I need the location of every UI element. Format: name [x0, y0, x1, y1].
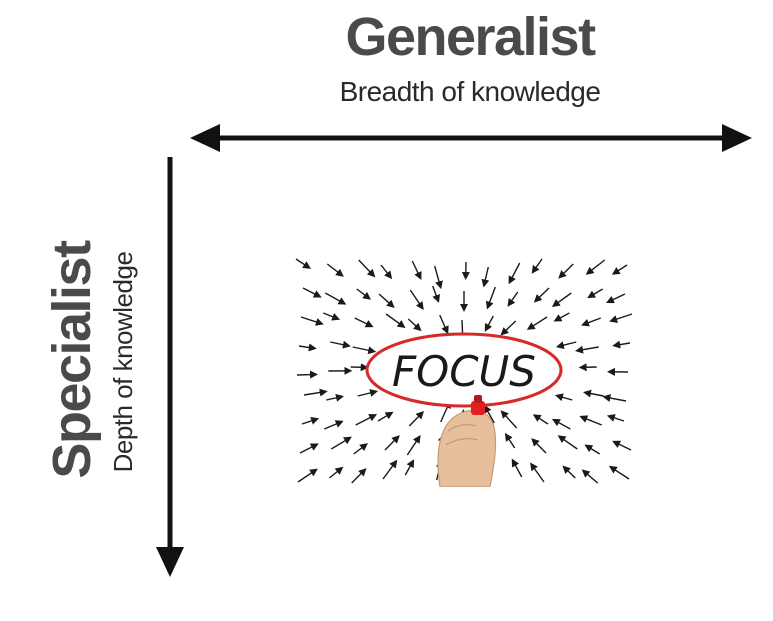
converging-arrow — [296, 370, 318, 379]
converging-arrow — [500, 410, 518, 429]
converging-arrow — [605, 293, 626, 304]
converging-arrow — [484, 315, 494, 332]
converging-arrow — [532, 414, 549, 425]
converging-arrow — [351, 468, 367, 484]
converging-arrow — [612, 340, 631, 349]
converging-arrow — [530, 462, 545, 483]
converging-arrow — [380, 264, 393, 280]
converging-arrow — [303, 388, 328, 397]
converging-arrow — [581, 317, 601, 327]
specialist-title: Specialist — [42, 241, 102, 479]
converging-arrow — [608, 465, 630, 480]
converging-arrow — [409, 289, 424, 310]
converging-arrow — [358, 259, 376, 278]
converging-arrow — [378, 293, 395, 309]
converging-arrow — [555, 341, 577, 350]
converging-arrow — [609, 313, 633, 323]
converging-arrow — [553, 312, 570, 322]
converging-arrow — [557, 435, 578, 450]
focus-illustration: FOCUS — [290, 255, 638, 487]
converging-arrow — [432, 285, 440, 303]
converging-arrow — [575, 345, 599, 354]
converging-arrow — [611, 264, 628, 275]
converging-arrow — [562, 465, 576, 479]
converging-arrow — [355, 414, 378, 426]
hand-with-marker — [437, 395, 497, 487]
converging-arrow — [384, 435, 400, 451]
converging-arrow — [357, 389, 379, 397]
converging-arrow — [382, 459, 398, 480]
converging-arrow — [408, 410, 424, 427]
converging-arrow — [500, 320, 517, 336]
converging-arrow — [531, 258, 543, 274]
converging-arrow — [507, 291, 519, 307]
converging-arrow — [323, 312, 341, 321]
converging-arrow — [299, 443, 319, 454]
converging-arrow — [354, 317, 374, 328]
focus-ellipse — [365, 332, 563, 408]
converging-arrow — [583, 389, 604, 398]
converging-arrow — [485, 286, 496, 310]
converging-arrow — [295, 258, 311, 269]
generalist-subtitle: Breadth of knowledge — [339, 76, 601, 107]
converging-arrow — [356, 288, 371, 300]
converging-arrow — [297, 468, 318, 483]
converging-arrow — [508, 262, 521, 285]
converging-arrow — [353, 443, 368, 455]
converging-arrow — [406, 435, 421, 456]
converging-arrow — [324, 292, 347, 305]
converging-arrow — [326, 393, 344, 402]
generalist-title: Generalist — [345, 7, 596, 67]
converging-arrow — [439, 314, 449, 335]
converging-arrow — [330, 340, 351, 349]
converging-arrow — [602, 394, 627, 402]
converging-arrow — [301, 417, 320, 425]
converging-arrow — [404, 459, 415, 476]
converging-arrow — [326, 263, 344, 277]
converging-arrow — [385, 313, 406, 328]
focus-word: FOCUS — [392, 347, 536, 396]
breadth-double-arrow — [190, 124, 752, 152]
converging-arrow — [481, 266, 490, 288]
converging-arrow — [587, 288, 604, 299]
specialist-subtitle: Depth of knowledge — [108, 251, 138, 473]
converging-arrow — [554, 393, 573, 402]
converging-arrow — [531, 438, 547, 454]
converging-arrow — [558, 263, 574, 279]
converging-arrow — [585, 259, 606, 275]
converging-arrow — [504, 432, 516, 449]
converging-arrow — [612, 440, 632, 451]
converging-arrow — [300, 316, 324, 326]
converging-arrow — [330, 436, 352, 450]
converging-arrow — [581, 469, 599, 484]
converging-arrow — [606, 414, 625, 422]
converging-arrow — [579, 415, 602, 426]
converging-arrow — [434, 265, 443, 290]
converging-arrow — [377, 411, 394, 422]
converging-arrow — [411, 260, 422, 281]
depth-down-arrow — [156, 157, 184, 577]
converging-arrow — [298, 343, 317, 352]
converging-arrow — [324, 420, 344, 430]
converging-arrow — [526, 316, 548, 330]
converging-arrow — [551, 292, 572, 307]
converging-arrows — [295, 258, 633, 484]
converging-arrow — [511, 458, 523, 478]
converging-arrow — [407, 318, 422, 332]
converging-arrow — [328, 466, 344, 479]
converging-arrow — [483, 404, 495, 424]
converging-arrow — [352, 346, 377, 355]
converging-arrow — [533, 287, 550, 303]
converging-arrow — [584, 444, 601, 455]
converging-arrow — [551, 418, 571, 430]
converging-arrow — [302, 287, 322, 298]
